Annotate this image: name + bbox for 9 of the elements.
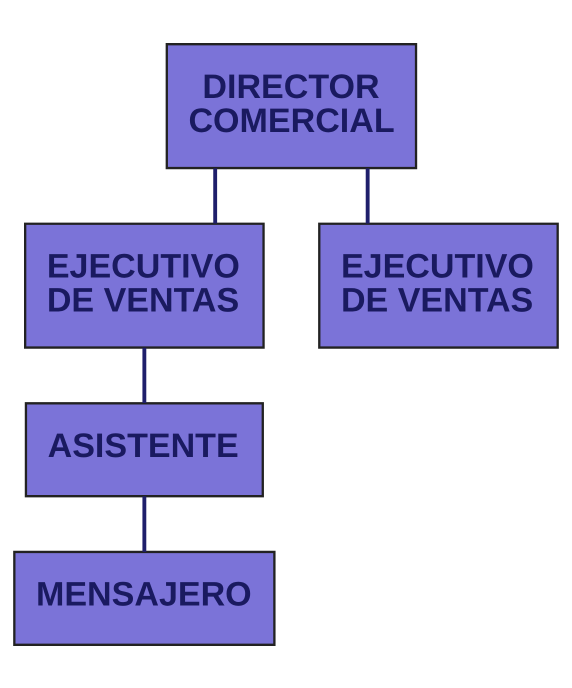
- connector: [366, 168, 370, 223]
- connector: [142, 496, 146, 552]
- node-box: MENSAJERO: [13, 550, 276, 646]
- node-box: ASISTENTE: [24, 402, 264, 497]
- node-box: EJECUTIVO DE VENTAS: [24, 222, 265, 348]
- connector: [142, 347, 146, 402]
- node-box: DIRECTOR COMERCIAL: [166, 42, 418, 169]
- node-box: EJECUTIVO DE VENTAS: [318, 222, 559, 348]
- connector: [213, 168, 218, 223]
